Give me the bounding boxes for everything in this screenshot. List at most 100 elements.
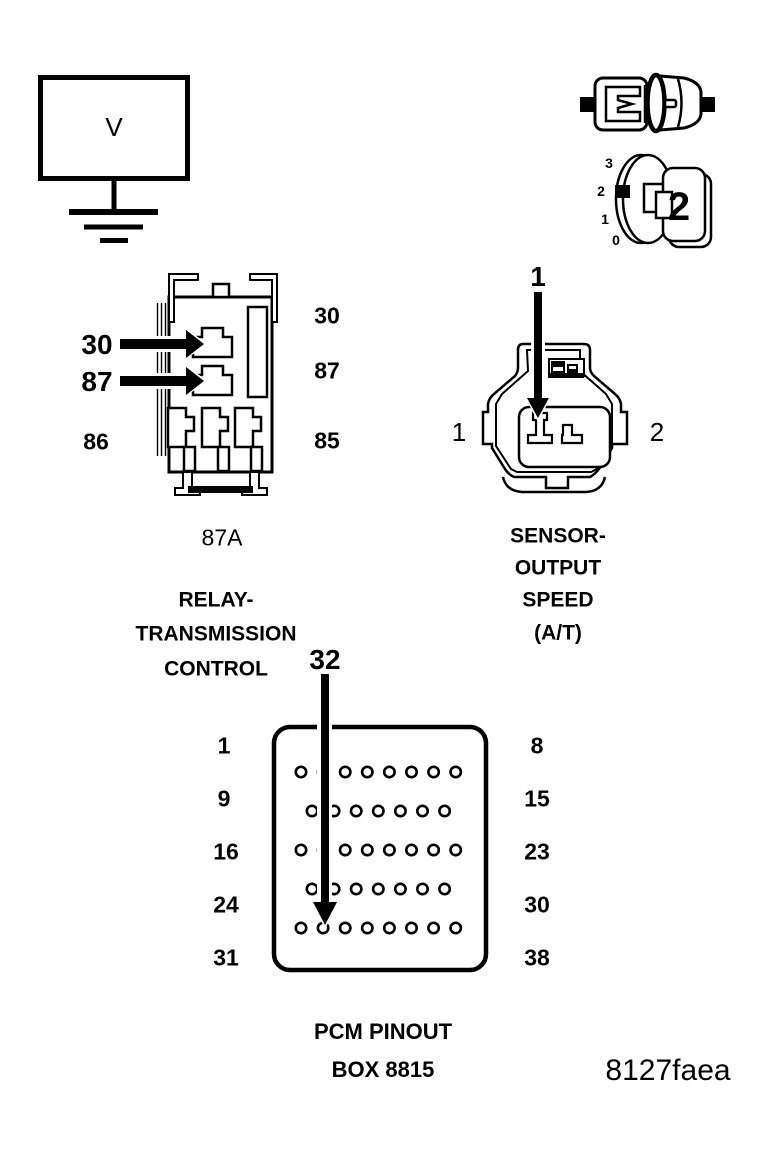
pcm-pin <box>415 804 429 818</box>
relay-caption-line: TRANSMISSION <box>135 622 297 646</box>
relay-base-bar <box>188 486 253 493</box>
pcm-diagram <box>271 672 489 973</box>
relay-caption-line: CONTROL <box>164 657 268 681</box>
sensor-caption-line: (A/T) <box>534 621 582 645</box>
relay-terminal-label-85: 85 <box>314 427 340 454</box>
pcm-pin <box>382 921 396 935</box>
sensor-pin-label-2: 2 <box>649 417 665 447</box>
relay-arrow-87 <box>118 364 208 398</box>
relay-terminal-label-87: 87 <box>314 357 340 384</box>
figure-code: 8127faea <box>605 1054 731 1087</box>
relay-terminal-87 <box>191 364 234 397</box>
pcm-pin <box>393 804 407 818</box>
pcm-pin <box>427 843 441 857</box>
pcm-row-label-right: 30 <box>524 891 550 918</box>
pcm-caption-line: BOX 8815 <box>331 1057 435 1082</box>
pcm-pin <box>438 882 452 896</box>
pcm-pin <box>305 882 319 896</box>
pcm-pin <box>404 765 418 779</box>
pcm-pin <box>427 765 441 779</box>
sensor-terminal-2 <box>560 423 584 445</box>
sensor-bottom-lip <box>501 476 607 494</box>
relay-bottom-terminals <box>166 406 264 473</box>
dial-tick-label: 2 <box>597 183 605 199</box>
relay-terminal-label-86: 86 <box>83 428 109 455</box>
pcm-pin <box>305 804 319 818</box>
dial-marker-icon <box>615 185 630 198</box>
pcm-pin <box>438 804 452 818</box>
dial-value-label: 2 <box>667 185 691 229</box>
pcm-pin <box>404 843 418 857</box>
dial-tick-label: 3 <box>605 155 613 171</box>
pcm-pin <box>449 921 463 935</box>
pcm-caption-line: PCM PINOUT <box>313 1019 453 1044</box>
voltmeter-box <box>38 75 190 181</box>
dial-tick-label: 1 <box>601 211 609 227</box>
voltmeter-symbol <box>38 75 190 243</box>
pcm-pin <box>371 804 385 818</box>
sensor-pin-label-1: 1 <box>451 417 467 447</box>
pcm-pin <box>382 843 396 857</box>
dial-tick-label: 0 <box>612 232 620 248</box>
pcm-pin <box>360 765 374 779</box>
pcm-arrow-label: 32 <box>309 644 341 675</box>
relay-arrow-label-30: 30 <box>81 329 113 360</box>
pcm-row-label-right: 23 <box>524 838 550 865</box>
pcm-pin <box>294 921 308 935</box>
relay-top-bump <box>211 282 231 299</box>
pcm-pin <box>349 804 363 818</box>
wire-stub-left-icon <box>580 97 596 112</box>
pcm-pin <box>427 921 441 935</box>
pcm-pin <box>360 921 374 935</box>
pcm-row-label-right: 15 <box>524 785 550 812</box>
sensor-connector-diagram <box>481 290 629 494</box>
relay-top-left-tab <box>168 273 199 323</box>
connector-slot-icon <box>663 98 678 109</box>
relay-top-right-tab <box>249 273 278 323</box>
pcm-pin <box>294 843 308 857</box>
voltmeter-label: V <box>105 112 123 142</box>
pcm-pin <box>360 843 374 857</box>
pcm-pin <box>338 765 352 779</box>
sensor-inner-shell <box>495 349 613 473</box>
terminal-fork-icon <box>604 85 642 123</box>
pcm-row-label-right: 8 <box>530 732 544 759</box>
pcm-pin <box>404 921 418 935</box>
wire-stub-right-icon <box>699 97 715 112</box>
pcm-pin <box>393 882 407 896</box>
pcm-pin <box>371 882 385 896</box>
relay-inner-cavity <box>246 305 269 399</box>
pcm-pin <box>338 921 352 935</box>
pcm-pin <box>338 843 352 857</box>
sensor-arrow-label: 1 <box>530 261 546 292</box>
relay-diagram <box>118 273 278 496</box>
relay-arrow-label-87: 87 <box>81 366 113 397</box>
pcm-pin <box>294 765 308 779</box>
pcm-pin <box>415 882 429 896</box>
pcm-row-label-left: 9 <box>217 785 231 812</box>
pcm-row-label-left: 16 <box>213 838 239 865</box>
sensor-caption-line: OUTPUT <box>514 556 602 580</box>
sensor-caption-line: SPEED <box>522 588 594 612</box>
inline-connector-icon <box>580 72 715 134</box>
sensor-arrow <box>524 290 552 422</box>
pcm-row-label-right: 38 <box>524 944 550 971</box>
relay-caption-line: RELAY- <box>178 588 254 612</box>
relay-arrow-30 <box>118 327 208 361</box>
ground-symbol <box>69 181 158 243</box>
pcm-row-label-left: 24 <box>213 891 239 918</box>
pcm-pin <box>449 843 463 857</box>
dial-icon <box>614 153 713 249</box>
relay-terminal-label-87a: 87A <box>201 524 243 551</box>
sensor-caption-line: SENSOR- <box>510 524 606 548</box>
pcm-pin <box>449 765 463 779</box>
connector-ring-icon <box>645 72 667 134</box>
pcm-pin <box>382 765 396 779</box>
pcm-pin <box>349 882 363 896</box>
sensor-terminal-1 <box>526 411 554 445</box>
pcm-row-label-left: 31 <box>213 944 239 971</box>
pcm-row-label-left: 1 <box>217 732 231 759</box>
relay-terminal-label-30: 30 <box>314 302 340 329</box>
